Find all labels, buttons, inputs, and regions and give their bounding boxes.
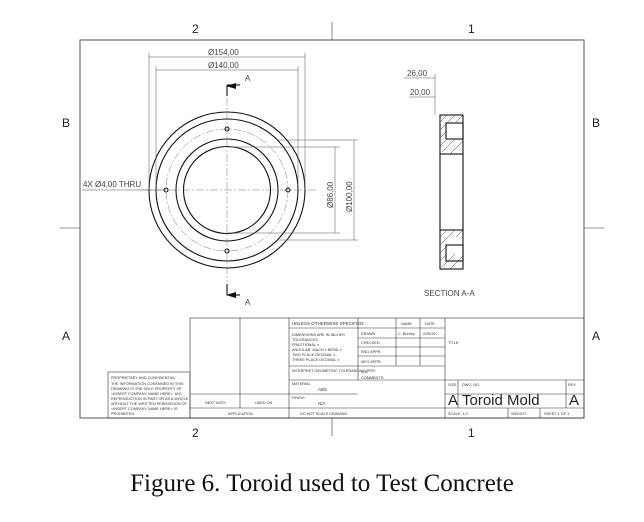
- tb-note-6: THREE PLACE DECIMAL ±: [292, 358, 339, 362]
- inner-diameter-label: Ø140,00: [208, 61, 239, 70]
- section-hatching-bottom: [439, 229, 464, 270]
- zone-label-top-1: 1: [468, 22, 475, 36]
- tb-size-value: A: [448, 392, 458, 409]
- tb-qa: Q.A.: [361, 370, 369, 374]
- tb-name-header: NAME: [401, 322, 412, 326]
- tb-checked: CHECKED: [361, 341, 380, 345]
- tb-eng-appr: ENG APPR.: [361, 350, 381, 354]
- zone-label-left-b: B: [62, 116, 70, 130]
- dimension-bore-diameter: Ø86,00: [227, 146, 340, 234]
- hole-pitch-circle: [165, 128, 289, 252]
- tb-interpret: INTERPRET GEOMETRIC TOLERANCING PER:: [292, 369, 376, 373]
- bore-diameter-label: Ø86,00: [326, 181, 335, 208]
- title-block: UNLESS OTHERWISE SPECIFIED: DIMENSIONS A…: [107, 317, 585, 419]
- tb-rev-value: A: [569, 392, 579, 409]
- engineering-drawing: 2 1 2 1 B A B A A A Ø154,00: [60, 22, 604, 440]
- zone-label-bottom-1: 1: [468, 426, 475, 440]
- dimension-ring-diameter: Ø100,00: [278, 139, 358, 241]
- tb-proprietary-line-1: THE INFORMATION CONTAINED IN THIS: [111, 382, 184, 386]
- tb-proprietary-line-5: WITHOUT THE WRITTEN PERMISSION OF: [111, 402, 187, 406]
- tb-drawn: DRAWN: [361, 332, 375, 336]
- zone-label-left-a: A: [62, 329, 70, 343]
- width-inner-label: 20,00: [410, 88, 431, 97]
- section-letter-bottom: A: [245, 298, 251, 307]
- ring-diameter-label: Ø100,00: [345, 181, 354, 212]
- tb-size-label: SIZE: [448, 383, 457, 387]
- tb-used-on: USED ON: [255, 401, 273, 405]
- tb-material-label: MATERIAL: [292, 382, 311, 386]
- figure-caption: Figure 6. Toroid used to Test Concrete: [130, 470, 514, 497]
- tb-rev-label: REV: [568, 383, 576, 387]
- dimension-outer-diameter: Ø154,00: [148, 48, 306, 190]
- tb-weight: WEIGHT:: [511, 412, 527, 416]
- tb-note-2: TOLERANCES:: [292, 338, 319, 342]
- zone-label-top-2: 2: [192, 22, 199, 36]
- section-cut-marker-bottom: A: [226, 284, 251, 307]
- section-hatching-top: [439, 114, 464, 155]
- tb-drawn-name: C. Burney: [398, 332, 415, 336]
- tb-note-4: ANGULAR: MACH ± BEND ±: [292, 348, 342, 352]
- tb-finish-value: N/A: [318, 401, 326, 406]
- tb-title-label: TITLE:: [448, 341, 459, 345]
- zone-label-right-b: B: [592, 116, 600, 130]
- tb-dwg-number: Toroid Mold: [462, 392, 540, 409]
- tb-proprietary-line-3: <INSERT COMPANY NAME HERE>. ANY: [111, 392, 183, 396]
- tb-sheet: SHEET 1 OF 1: [544, 412, 569, 416]
- tb-note-3: FRACTIONAL ±: [292, 343, 319, 347]
- section-cut-marker-top: A: [226, 74, 251, 96]
- tb-date-header: DATE: [425, 322, 435, 326]
- tb-unless: UNLESS OTHERWISE SPECIFIED:: [292, 321, 365, 326]
- hole-callout: 4X Ø4,00 THRU: [82, 180, 166, 191]
- tb-proprietary-line-6: <INSERT COMPANY NAME HERE> IS: [111, 407, 178, 411]
- tb-proprietary-line-4: REPRODUCTION IN PART OR AS A WHOLE: [111, 397, 189, 401]
- tb-note-1: DIMENSIONS ARE IN INCHES: [292, 333, 345, 337]
- zone-label-right-a: A: [592, 329, 600, 343]
- tb-proprietary-line-2: DRAWING IS THE SOLE PROPERTY OF: [111, 387, 182, 391]
- section-letter-top: A: [245, 74, 251, 83]
- tb-application: APPLICATION: [228, 412, 253, 416]
- tb-dwg-label: DWG. NO.: [462, 383, 480, 387]
- tb-next-assy: NEXT ASSY: [205, 401, 227, 405]
- tb-note-5: TWO PLACE DECIMAL ±: [292, 353, 335, 357]
- tb-comments: COMMENTS:: [361, 376, 384, 380]
- section-label: SECTION A-A: [424, 289, 475, 298]
- tb-proprietary-line-7: PROHIBITED.: [111, 412, 135, 416]
- hole-callout-label: 4X Ø4,00 THRU: [83, 180, 141, 189]
- width-total-label: 26,00: [407, 69, 428, 78]
- tb-drawn-date: 2/25/20: [423, 332, 436, 336]
- outer-diameter-label: Ø154,00: [208, 48, 239, 57]
- section-top-groove: [445, 122, 464, 140]
- section-bottom-groove: [445, 244, 464, 262]
- tb-mfg-appr: MFG APPR.: [361, 360, 382, 364]
- dimension-inner-diameter: Ø140,00: [155, 61, 299, 190]
- zone-label-bottom-2: 2: [192, 426, 199, 440]
- tb-do-not-scale: DO NOT SCALE DRAWING: [300, 412, 348, 416]
- tb-scale: SCALE: 1:2: [448, 412, 468, 416]
- front-view: [140, 98, 318, 282]
- section-view: 26,00 20,00 SECTION A-A: [404, 69, 475, 298]
- tb-finish-label: FINISH: [292, 396, 305, 400]
- tb-material-value: ABS: [318, 387, 327, 392]
- tb-proprietary-title: PROPRIETARY AND CONFIDENTIAL: [111, 376, 176, 380]
